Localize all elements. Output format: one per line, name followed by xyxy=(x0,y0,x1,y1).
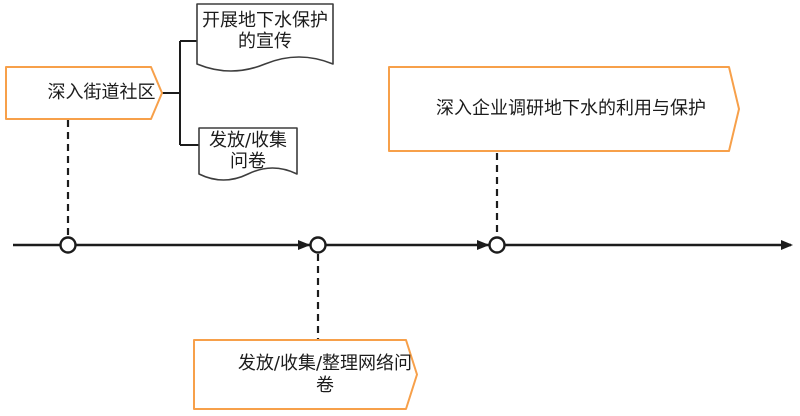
timeline-node-3 xyxy=(488,236,506,254)
timeline-arrowhead-mid-1 xyxy=(298,240,311,250)
timeline-node-2 xyxy=(309,236,327,254)
survey-doc-label: 发放/收集 问卷 xyxy=(208,129,288,172)
timeline-arrowhead-end xyxy=(781,240,793,250)
shape-publicity-doc xyxy=(196,3,334,72)
community-step-label: 深入街道社区 xyxy=(47,82,156,104)
shape-community xyxy=(5,66,163,120)
enterprise-step-label: 深入企业调研地下水的利用与保护 xyxy=(436,98,706,120)
shape-survey-doc xyxy=(198,127,298,181)
timeline-node-1 xyxy=(59,236,77,254)
shape-enterprise xyxy=(388,66,740,152)
connector-branch xyxy=(162,40,199,146)
shape-online-survey xyxy=(193,339,418,410)
publicity-doc-label: 开展地下水保护 的宣传 xyxy=(202,9,328,52)
online-survey-step-label: 发放/收集/整理网络问卷 xyxy=(237,353,413,396)
timeline-arrowhead-mid-2 xyxy=(477,240,490,250)
